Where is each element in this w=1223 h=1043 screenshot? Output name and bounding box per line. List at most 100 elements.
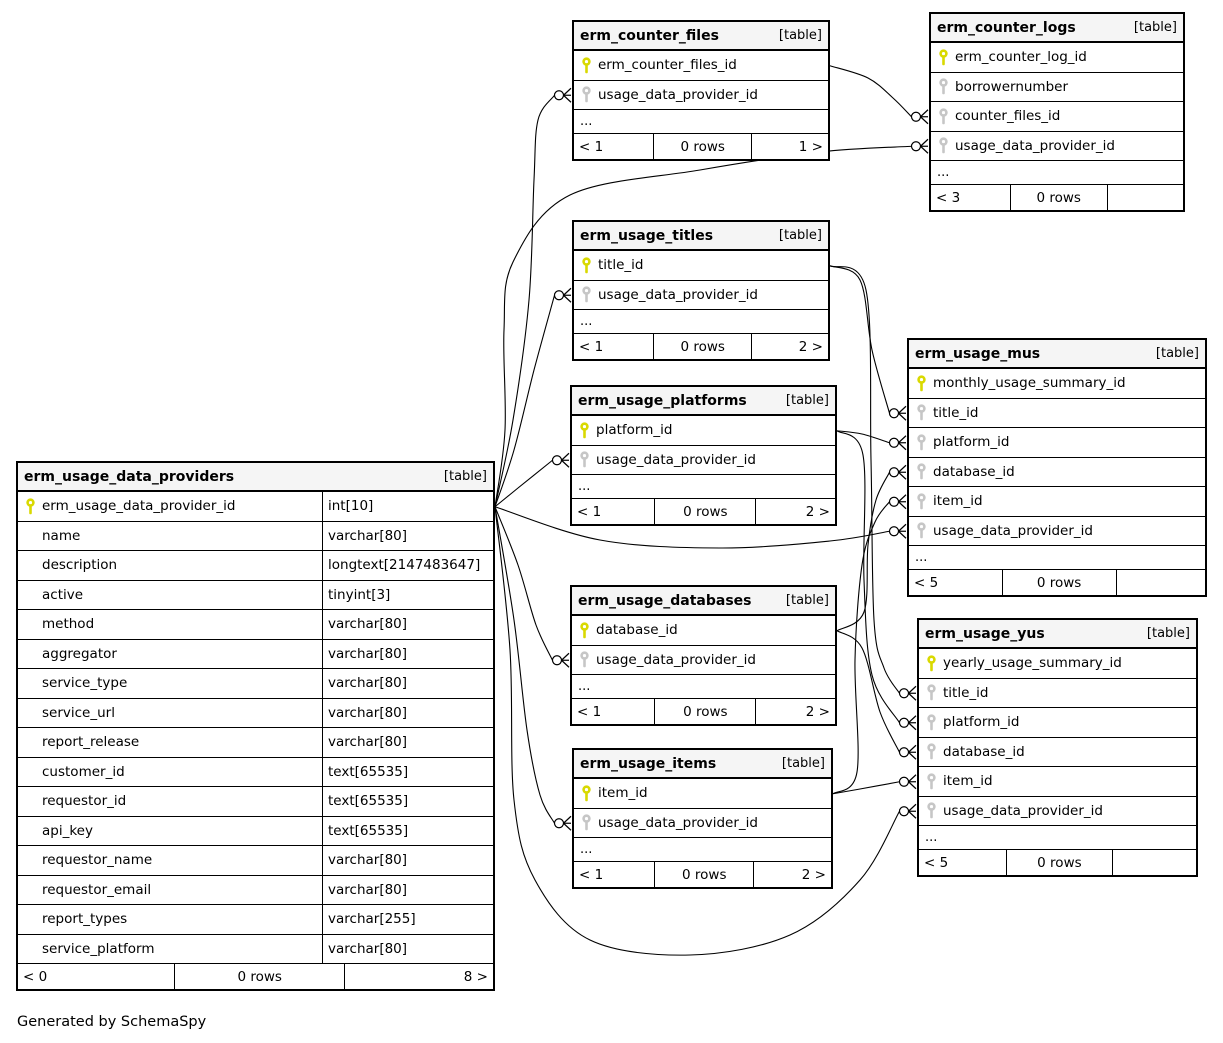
- relationship-erm_usage_data_providers-erm_usage_platforms: [494, 452, 570, 508]
- table-tag: [table]: [1155, 346, 1199, 361]
- table-erm_counter_files[interactable]: erm_counter_files[table]erm_counter_file…: [572, 20, 830, 161]
- table-tag: [table]: [778, 28, 822, 43]
- column-type: varchar[80]: [328, 645, 408, 662]
- column-name: usage_data_provider_id: [955, 137, 1115, 154]
- column-name: active: [42, 586, 84, 603]
- relationship-line: [829, 65, 912, 118]
- relationship-erm_usage_platforms-erm_usage_yus: [836, 430, 917, 731]
- crow-foot-marker: [910, 138, 929, 154]
- column-type-cell: varchar[80]: [322, 875, 493, 904]
- foreign-key-icon: [931, 108, 955, 125]
- column-name: title_id: [943, 684, 989, 701]
- primary-key-icon: [919, 655, 943, 672]
- foreign-key-icon: [919, 773, 943, 790]
- column-name: usage_data_provider_id: [598, 814, 758, 831]
- column-type-cell: varchar[80]: [322, 698, 493, 727]
- crow-foot-marker: [898, 744, 917, 760]
- relationship-line: [494, 459, 553, 508]
- table-title: erm_usage_mus: [915, 345, 1041, 362]
- foreign-key-icon: [909, 404, 933, 421]
- table-header: erm_usage_data_providers[table]: [18, 463, 493, 492]
- column-name: erm_counter_log_id: [955, 49, 1087, 66]
- column-name: customer_id: [42, 763, 125, 780]
- column-type-cell: varchar[80]: [322, 639, 493, 668]
- more-columns-row: ...: [574, 838, 831, 862]
- column-row-erm_counter_log_id: erm_counter_log_id: [931, 43, 1183, 73]
- column-name: report_release: [42, 734, 140, 751]
- column-name: aggregator: [42, 645, 117, 662]
- column-type-cell: text[65535]: [322, 787, 493, 816]
- column-row-title_id: title_id: [574, 251, 828, 281]
- column-name-cell: name: [18, 522, 322, 551]
- footer-rows: 0 rows: [174, 964, 344, 989]
- footer-children: 2 >: [753, 862, 831, 887]
- column-type: int[10]: [328, 498, 374, 515]
- column-name: report_types: [42, 911, 128, 928]
- column-name: monthly_usage_summary_id: [933, 375, 1126, 392]
- column-name: item_id: [943, 773, 993, 790]
- column-row-usage_data_provider_id: usage_data_provider_id: [572, 646, 835, 675]
- footer-children: 2 >: [755, 699, 835, 724]
- relationship-erm_usage_items-erm_usage_yus: [832, 774, 917, 795]
- column-name-cell: requestor_email: [18, 876, 322, 905]
- column-type: tinyint[3]: [328, 586, 391, 603]
- column-name-cell: description: [18, 551, 322, 580]
- column-row-customer_id: customer_id text[65535]: [18, 757, 493, 787]
- table-header: erm_counter_logs[table]: [931, 14, 1183, 43]
- column-name: title_id: [933, 404, 979, 421]
- column-row-service_platform: service_platform varchar[80]: [18, 934, 493, 964]
- column-name: database_id: [596, 622, 678, 639]
- table-header: erm_usage_yus[table]: [919, 620, 1196, 649]
- footer-rows: 0 rows: [653, 134, 751, 159]
- column-name-cell: service_type: [18, 669, 322, 698]
- table-erm_counter_logs[interactable]: erm_counter_logs[table] erm_counter_log_i…: [929, 12, 1185, 212]
- relationship-erm_usage_databases-erm_usage_yus: [836, 630, 917, 760]
- table-title: erm_usage_items: [580, 755, 717, 772]
- column-name: description: [42, 557, 118, 574]
- foreign-key-icon: [909, 434, 933, 451]
- table-header: erm_usage_titles[table]: [574, 222, 828, 251]
- table-header: erm_usage_platforms[table]: [572, 387, 835, 416]
- relationship-erm_usage_data_providers-erm_usage_titles: [494, 287, 572, 507]
- footer-parents: < 1: [577, 703, 602, 720]
- column-type: varchar[80]: [328, 675, 408, 692]
- column-type: varchar[80]: [328, 616, 408, 633]
- crow-foot-marker: [888, 494, 907, 510]
- column-name: counter_files_id: [955, 108, 1061, 125]
- column-name: requestor_name: [42, 852, 153, 869]
- table-erm_usage_yus[interactable]: erm_usage_yus[table]yearly_usage_summary…: [917, 618, 1198, 877]
- crow-foot-marker: [553, 87, 572, 103]
- relationship-line: [829, 265, 900, 694]
- footer-rows: 0 rows: [654, 699, 755, 724]
- column-row-service_type: service_type varchar[80]: [18, 669, 493, 699]
- column-row-usage_data_provider_id: usage_data_provider_id: [909, 517, 1205, 546]
- footer-children: [1112, 850, 1196, 875]
- footer-parents: < 3: [936, 189, 961, 206]
- column-type: longtext[2147483647]: [328, 557, 481, 574]
- column-row-item_id: item_id: [574, 779, 831, 809]
- crow-foot-marker: [898, 803, 917, 819]
- foreign-key-icon: [931, 137, 955, 154]
- column-row-item_id: item_id: [909, 487, 1205, 517]
- column-name: usage_data_provider_id: [596, 651, 756, 668]
- column-type-cell: text[65535]: [322, 757, 493, 786]
- column-name: service_platform: [42, 940, 155, 957]
- foreign-key-icon: [909, 522, 933, 539]
- column-row-item_id: item_id: [919, 767, 1196, 797]
- table-erm_usage_mus[interactable]: erm_usage_mus [table] monthly_usage_summar…: [907, 338, 1207, 597]
- table-title: erm_usage_titles: [580, 227, 714, 244]
- table-erm_usage_data_providers[interactable]: erm_usage_data_providers[table]erm_usage…: [16, 461, 495, 991]
- footer-children: 2 >: [751, 334, 828, 359]
- more-columns-row: ...: [574, 310, 828, 334]
- relationship-erm_usage_databases-erm_usage_mus: [836, 464, 907, 632]
- column-type-cell: varchar[80]: [322, 934, 493, 963]
- footer-parents: < 5: [914, 574, 939, 591]
- column-name: name: [42, 527, 81, 544]
